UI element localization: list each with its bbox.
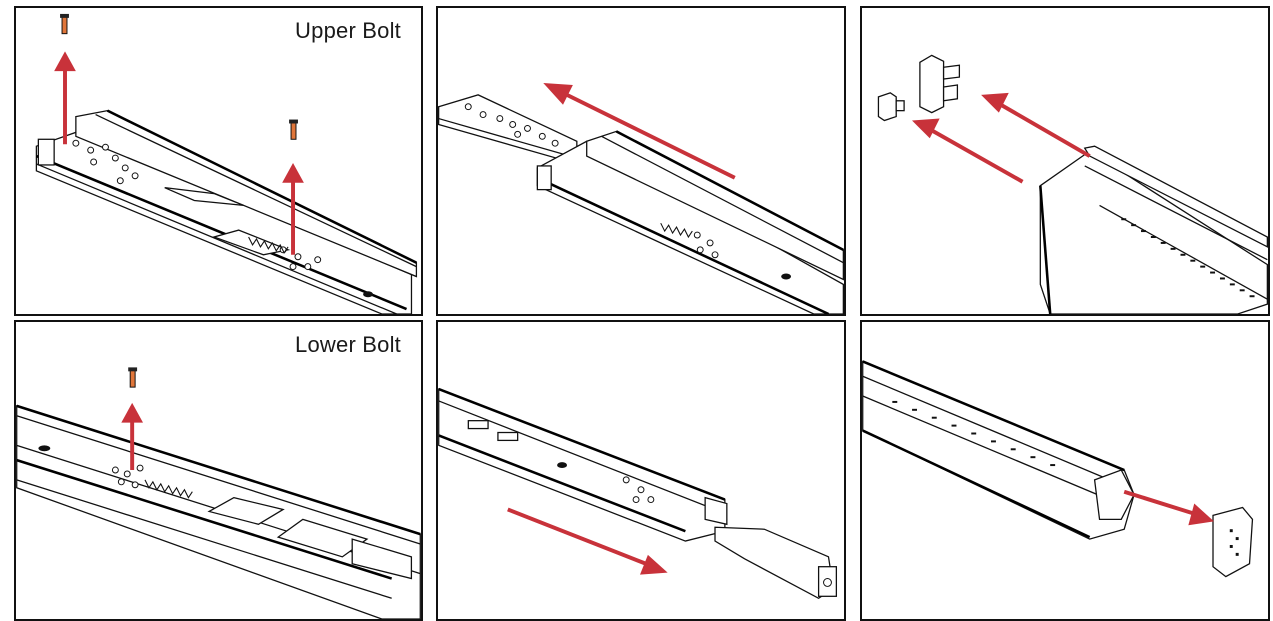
panel-remove-end-cap bbox=[860, 320, 1270, 621]
slide-out-illustration bbox=[438, 83, 844, 314]
end-cap-icon bbox=[1212, 506, 1254, 578]
arrow-icon bbox=[282, 162, 304, 255]
rail-holes bbox=[1121, 218, 1255, 298]
arrow-icon bbox=[981, 92, 1091, 158]
rail-holes bbox=[892, 400, 1056, 467]
remove-end-cap-illustration bbox=[862, 360, 1254, 578]
panel-lower-bolt: Lower Bolt bbox=[14, 320, 423, 621]
panel-label: Lower Bolt bbox=[295, 332, 401, 357]
spring bbox=[660, 222, 693, 239]
arrow-icon bbox=[121, 402, 144, 471]
end-cap-icon bbox=[877, 92, 905, 122]
end-cap-icon bbox=[919, 54, 961, 114]
upper-bolt-illustration bbox=[35, 13, 418, 314]
spring bbox=[248, 236, 289, 254]
arrow-icon bbox=[54, 51, 76, 145]
slide-rail bbox=[1039, 145, 1268, 314]
arrow-icon bbox=[543, 83, 736, 180]
slide-rail bbox=[862, 360, 1135, 540]
bolt-icon bbox=[289, 119, 298, 140]
panel-remove-caps bbox=[860, 6, 1270, 316]
arrow-icon bbox=[1123, 489, 1214, 526]
panel-slide-in bbox=[436, 320, 846, 621]
slide-in-illustration bbox=[438, 387, 838, 600]
bolt-icon bbox=[128, 367, 138, 388]
slide-rail bbox=[438, 387, 838, 600]
bolt-icon bbox=[60, 13, 69, 35]
remove-caps-illustration bbox=[877, 54, 1268, 314]
arrow-icon bbox=[912, 118, 1024, 184]
spring bbox=[144, 479, 193, 499]
lower-bolt-illustration bbox=[16, 367, 421, 619]
slide-rail bbox=[16, 404, 421, 619]
slide-rail bbox=[438, 94, 844, 314]
panel-label: Upper Bolt bbox=[295, 18, 401, 43]
panel-slide-out bbox=[436, 6, 846, 316]
slide-rail bbox=[35, 109, 418, 314]
rail-holes bbox=[467, 420, 655, 504]
panel-upper-bolt: Upper Bolt bbox=[14, 6, 423, 316]
arrow-icon bbox=[507, 507, 668, 575]
